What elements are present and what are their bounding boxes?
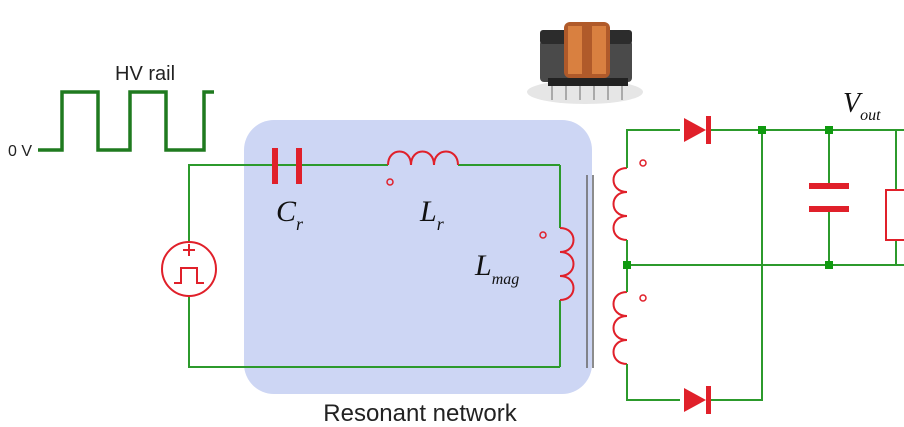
square-wave-trace [38,90,214,152]
junction-node [825,126,833,134]
square-wave-source-icon [161,241,217,297]
secondary-winding-top [612,167,628,241]
resonant-inductor [387,150,459,166]
secondary-bottom-polarity-dot [639,294,647,302]
junction-node [758,126,766,134]
hv-rail-label: HV rail [115,63,175,85]
secondary-winding-bottom [612,291,628,365]
secondary-top-polarity-dot [639,159,647,167]
load-resistor [885,189,904,241]
primary-wires [188,164,561,368]
diode-bottom [684,386,711,414]
secondary-wires [626,129,904,401]
junction-node [825,261,833,269]
transformer-photo-icon [527,22,643,104]
junction-node [623,261,631,269]
lr-polarity-dot [386,178,394,186]
magnetizing-inductor [559,227,575,301]
resonant-capacitor [272,148,302,184]
lmag-polarity-dot [539,231,547,239]
resonant-network-label: Resonant network [323,400,517,427]
resonant-network-region [244,120,592,394]
lmag-label: Lmag [474,249,519,288]
zero-volt-label: 0 V [8,143,32,160]
vout-label: Vout [843,88,881,124]
output-capacitor [809,183,849,212]
lr-label: Lr [419,195,445,234]
diode-top [684,116,711,144]
cr-label: Cr [276,195,304,234]
